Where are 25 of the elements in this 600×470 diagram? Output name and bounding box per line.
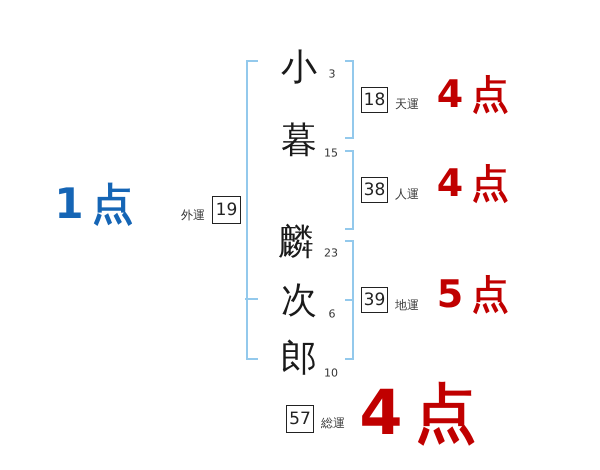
stroke-count: 3 <box>328 68 336 80</box>
name-character: 小 <box>281 50 317 86</box>
stroke-count: 23 <box>324 248 338 258</box>
number-box: 57 <box>286 405 314 433</box>
score-text: 4点 <box>359 382 489 444</box>
stroke-count: 10 <box>324 368 338 378</box>
fortune-label: 地運 <box>395 299 419 311</box>
fortune-label: 外運 <box>181 209 205 221</box>
name-character: 暮 <box>281 123 317 159</box>
score-text: 4点 <box>436 75 518 113</box>
name-character: 次 <box>281 283 317 319</box>
number-box: 38 <box>361 177 388 203</box>
number-box: 18 <box>361 87 388 113</box>
fortune-label: 人運 <box>395 188 419 200</box>
score-text: 5点 <box>436 275 518 313</box>
number-box: 19 <box>212 196 241 224</box>
stroke-count: 15 <box>324 148 338 158</box>
fortune-label: 天運 <box>395 98 419 110</box>
number-box: 39 <box>361 287 388 313</box>
fortune-label: 総運 <box>321 417 345 429</box>
stroke-count: 6 <box>328 308 336 320</box>
name-character: 麟 <box>278 225 314 261</box>
score-text: 1点 <box>54 183 142 225</box>
name-character: 郎 <box>281 341 317 377</box>
score-text: 4点 <box>436 164 518 202</box>
